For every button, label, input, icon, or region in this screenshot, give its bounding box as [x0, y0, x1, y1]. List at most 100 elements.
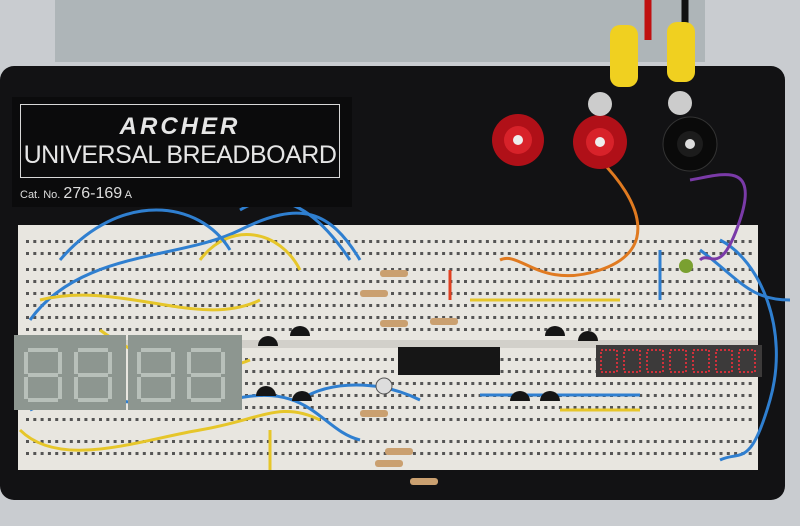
- hole: [84, 304, 88, 307]
- hole: [639, 406, 643, 409]
- hole: [646, 418, 650, 421]
- hole: [55, 328, 59, 331]
- hole: [661, 328, 665, 331]
- hole: [515, 292, 519, 295]
- hole: [704, 418, 708, 421]
- hole: [588, 268, 592, 271]
- hole: [405, 406, 409, 409]
- hole: [566, 292, 570, 295]
- hole: [697, 240, 701, 243]
- hole: [544, 382, 548, 385]
- hole: [91, 252, 95, 255]
- hole: [631, 452, 635, 455]
- hole: [274, 382, 278, 385]
- led: [679, 259, 693, 273]
- hole: [237, 280, 241, 283]
- hole: [646, 406, 650, 409]
- resistor: [360, 410, 388, 417]
- hole: [91, 280, 95, 283]
- hole: [106, 440, 110, 443]
- hole: [237, 292, 241, 295]
- hole: [325, 328, 329, 331]
- hole: [675, 304, 679, 307]
- hole: [128, 268, 132, 271]
- hole: [201, 292, 205, 295]
- hole: [427, 328, 431, 331]
- hole: [245, 370, 248, 373]
- hole: [245, 440, 248, 443]
- hole: [106, 452, 110, 455]
- center-channel: [18, 340, 758, 348]
- hole: [354, 394, 358, 397]
- hole: [47, 252, 51, 255]
- jumper-wire: [18, 409, 321, 452]
- hole: [741, 382, 745, 385]
- hole: [580, 440, 584, 443]
- hole: [631, 316, 635, 319]
- hole: [748, 440, 752, 443]
- hole: [551, 304, 555, 307]
- hole: [106, 268, 110, 271]
- hole: [40, 292, 44, 295]
- hole: [617, 452, 621, 455]
- hole: [449, 394, 453, 397]
- hole: [332, 452, 336, 455]
- hole: [522, 268, 526, 271]
- hole: [347, 304, 351, 307]
- hole: [500, 240, 504, 243]
- hole: [77, 304, 81, 307]
- hole: [544, 240, 548, 243]
- hole: [653, 452, 657, 455]
- hole: [208, 418, 212, 421]
- hole: [26, 240, 29, 243]
- hole: [617, 292, 621, 295]
- hole: [120, 316, 124, 319]
- hole: [47, 328, 51, 331]
- hole: [405, 316, 409, 319]
- hole: [500, 358, 504, 361]
- hole: [500, 452, 504, 455]
- hole: [558, 440, 562, 443]
- hole: [157, 280, 161, 283]
- hole: [383, 304, 387, 307]
- hole: [464, 452, 467, 455]
- hole: [537, 452, 540, 455]
- hole: [99, 252, 102, 255]
- hole: [347, 268, 351, 271]
- hole: [456, 406, 460, 409]
- hole: [201, 252, 205, 255]
- jumper-wire: [58, 208, 232, 261]
- hole: [588, 406, 592, 409]
- hole: [208, 440, 212, 443]
- transistor: [256, 386, 276, 396]
- hole: [741, 304, 745, 307]
- hole: [683, 252, 686, 255]
- hole: [690, 252, 694, 255]
- hole: [522, 358, 526, 361]
- hole: [515, 382, 519, 385]
- binding-post-red-2[interactable]: [573, 115, 627, 169]
- hole: [442, 382, 446, 385]
- hole: [99, 304, 102, 307]
- hole: [515, 406, 519, 409]
- hole: [164, 440, 168, 443]
- binding-post-red-1[interactable]: [492, 114, 544, 166]
- hole: [464, 406, 467, 409]
- hole: [193, 304, 197, 307]
- hole: [456, 328, 460, 331]
- hole: [602, 304, 606, 307]
- hole: [712, 452, 716, 455]
- hole: [522, 452, 526, 455]
- hole: [193, 240, 197, 243]
- hole: [537, 252, 540, 255]
- hole: [55, 252, 59, 255]
- hole: [120, 452, 124, 455]
- hole: [610, 452, 613, 455]
- hole: [704, 316, 708, 319]
- binding-post-black[interactable]: [662, 116, 718, 172]
- hole: [354, 268, 358, 271]
- hole: [442, 316, 446, 319]
- hole: [318, 406, 321, 409]
- hole: [485, 328, 489, 331]
- hole: [595, 328, 599, 331]
